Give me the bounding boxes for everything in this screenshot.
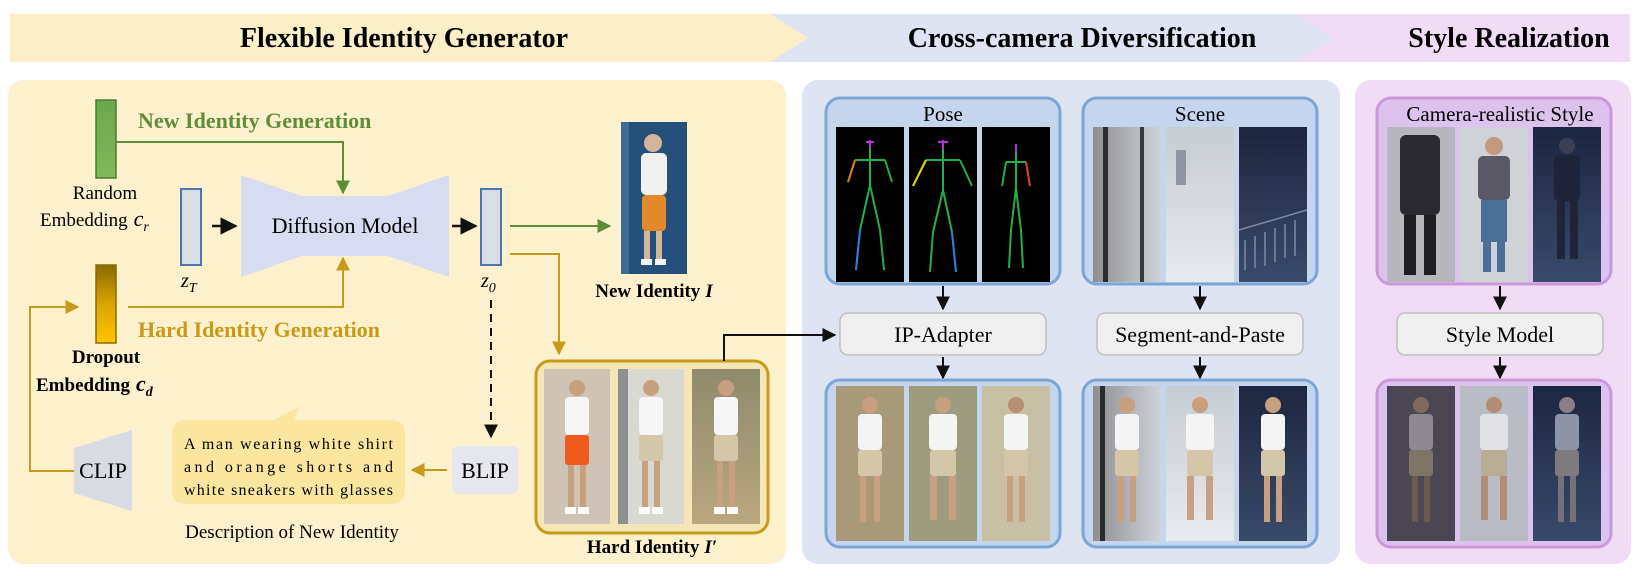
- clip-label: CLIP: [79, 458, 127, 483]
- pose-skeleton-1: [836, 127, 904, 282]
- random-embedding-bar: [95, 99, 117, 179]
- scene-output-image-2: [1166, 386, 1234, 541]
- pose-output-image-1: [836, 386, 904, 541]
- clip-to-dropout-arrow: [29, 300, 80, 472]
- random-embedding-label-line1: Random: [73, 183, 138, 204]
- scene-output-image-3: [1239, 386, 1307, 541]
- hard-identity-image-1: [544, 369, 610, 524]
- z0-label: z0: [480, 270, 496, 296]
- caption-line-2: and orange shorts and: [184, 459, 393, 476]
- hard-identity-image-2: [618, 369, 684, 524]
- caption-line-3: white sneakers with glasses: [184, 482, 393, 499]
- new-identity-image: [621, 122, 687, 274]
- pose-skeleton-2: [909, 127, 977, 282]
- ip-adapter-box: [839, 312, 1047, 356]
- new-identity-generation-label: New Identity Generation: [138, 108, 371, 133]
- pose-title: Pose: [923, 102, 963, 126]
- generator-header-title: Flexible Identity Generator: [240, 23, 568, 54]
- scene-image-2: [1166, 127, 1234, 282]
- scene-output-image-1: [1093, 386, 1161, 541]
- z0-latent-bar: [480, 188, 502, 266]
- dropout-embedding-bar: [95, 264, 117, 344]
- z0-to-hard-identity-arrow: [510, 253, 566, 356]
- green-embedding-arrow: [116, 141, 350, 195]
- camera-style-image-2: [1460, 127, 1528, 282]
- pose-output-image-2: [909, 386, 977, 541]
- camera-style-title: Camera-realistic Style: [1406, 102, 1593, 126]
- camera-style-image-1: [1387, 127, 1455, 282]
- pose-skeleton-3: [982, 127, 1050, 282]
- diversification-header-shape: [770, 14, 1338, 62]
- styled-output-image-3: [1533, 386, 1601, 541]
- hard-identity-to-ip-adapter-arrow: [723, 328, 837, 361]
- scene-image-1: [1093, 127, 1161, 282]
- blip-label: BLIP: [461, 458, 509, 483]
- diffusion-model-label: Diffusion Model: [272, 213, 419, 238]
- hard-identity-generation-label: Hard Identity Generation: [138, 317, 380, 342]
- scene-title: Scene: [1175, 102, 1225, 126]
- gold-dropout-arrow: [128, 256, 350, 308]
- blip-box: [452, 446, 518, 494]
- style-header-shape: [1296, 14, 1630, 62]
- styled-output-image-1: [1387, 386, 1455, 541]
- segment-paste-box: [1096, 312, 1304, 356]
- style-header-title: Style Realization: [1408, 23, 1610, 54]
- caption-bubble: [172, 406, 405, 504]
- generator-header-shape: [10, 14, 818, 62]
- segment-paste-label: Segment-and-Paste: [1115, 322, 1285, 347]
- header-banner: Flexible Identity Generator Cross-camera…: [10, 14, 1630, 62]
- zt-latent-bar: [180, 188, 202, 266]
- caption-line-1: A man wearing white shirt: [184, 436, 394, 453]
- clip-encoder-shape: [74, 430, 132, 511]
- camera-style-image-3: [1533, 127, 1601, 282]
- pose-output-image-3: [982, 386, 1050, 541]
- style-model-label: Style Model: [1446, 322, 1554, 347]
- diversification-header-title: Cross-camera Diversification: [908, 23, 1257, 54]
- description-label: Description of New Identity: [185, 522, 399, 543]
- ip-adapter-label: IP-Adapter: [894, 322, 992, 347]
- style-model-box: [1396, 312, 1604, 356]
- styled-output-image-2: [1460, 386, 1528, 541]
- dropout-embedding-label-line1: Dropout: [72, 347, 141, 368]
- scene-image-3: [1238, 127, 1308, 282]
- zt-label: zT: [180, 270, 198, 296]
- diffusion-model-shape: [241, 175, 449, 277]
- hard-identity-image-3: [692, 369, 760, 524]
